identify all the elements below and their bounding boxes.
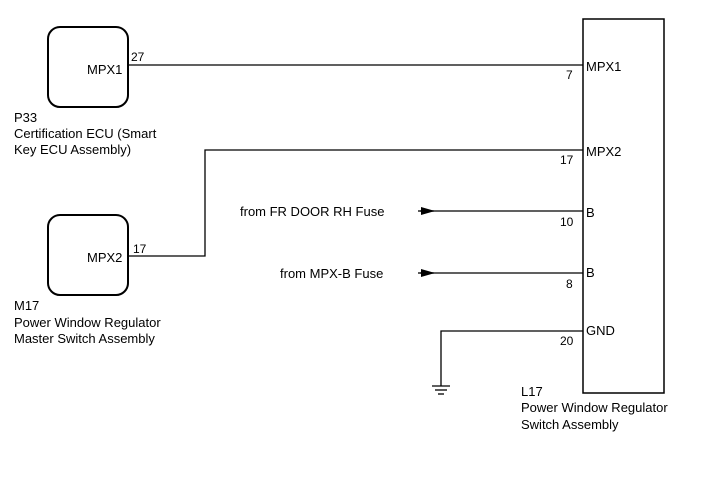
l17-pin-8: 8 <box>566 277 573 291</box>
l17-pin-20: 20 <box>560 334 574 348</box>
m17-box <box>47 214 129 296</box>
m17-pin-number: 17 <box>133 242 147 256</box>
l17-pin-7: 7 <box>566 68 573 82</box>
p33-terminal-label: MPX1 <box>87 62 122 77</box>
l17-terminal-gnd: GND <box>586 323 615 338</box>
p33-box <box>47 26 129 108</box>
m17-terminal-label: MPX2 <box>87 250 122 265</box>
m17-connector: MPX2 17 <box>47 214 147 296</box>
source-mpx-b-fuse: from MPX-B Fuse <box>280 266 383 281</box>
l17-name-line2: Switch Assembly <box>521 417 619 432</box>
l17-name-line1: Power Window Regulator <box>521 400 668 415</box>
l17-pin-17: 17 <box>560 153 574 167</box>
l17-pin-10: 10 <box>560 215 574 229</box>
p33-connector: MPX1 27 <box>47 26 145 108</box>
p33-name-line2: Key ECU Assembly) <box>14 142 131 157</box>
l17-terminal-mpx2: MPX2 <box>586 144 621 159</box>
m17-name-line1: Power Window Regulator <box>14 315 161 330</box>
l17-terminal-b-8: B <box>586 265 595 280</box>
l17-terminal-mpx1: MPX1 <box>586 59 621 74</box>
ground-symbol-icon <box>432 385 450 395</box>
p33-pin-number: 27 <box>131 50 145 64</box>
m17-name-line2: Master Switch Assembly <box>14 331 155 346</box>
l17-box <box>582 18 665 394</box>
p33-name-line1: Certification ECU (Smart <box>14 126 157 141</box>
source-fr-door-rh-fuse: from FR DOOR RH Fuse <box>240 204 384 219</box>
l17-id: L17 <box>521 384 543 399</box>
l17-terminal-b-10: B <box>586 205 595 220</box>
wire-mpx2 <box>128 149 583 257</box>
wire-gnd <box>440 330 583 386</box>
m17-id: M17 <box>14 298 39 313</box>
p33-id: P33 <box>14 110 37 125</box>
